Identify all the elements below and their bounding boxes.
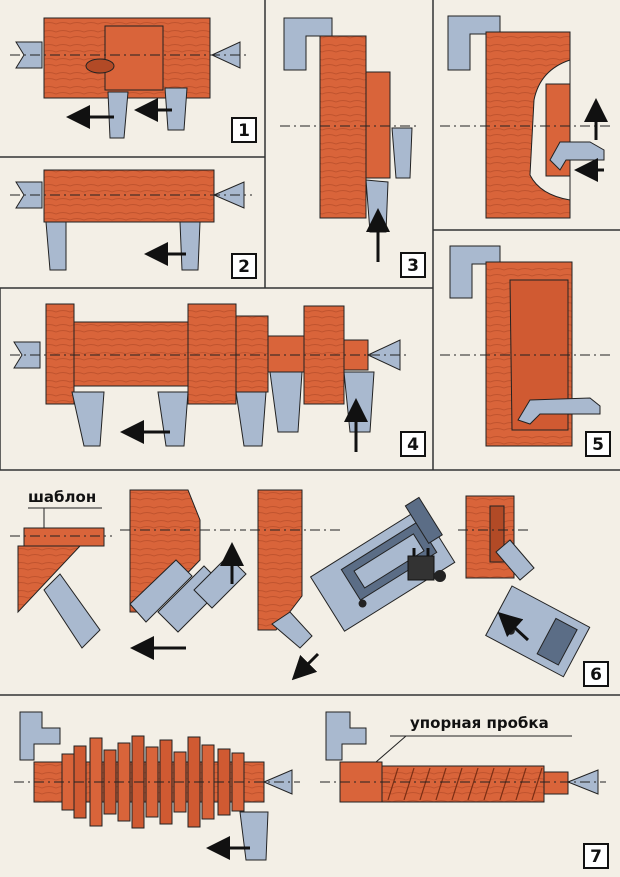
cutter-jig	[485, 585, 591, 678]
workpiece-section	[73, 321, 189, 387]
segment-joint	[531, 767, 543, 801]
workpiece-faceplate	[319, 35, 367, 219]
workpiece-bead	[235, 315, 269, 393]
faceplate-chuck	[449, 245, 501, 299]
parting-tool	[269, 371, 303, 433]
panel-5: 5	[440, 245, 612, 457]
segment-joint	[435, 767, 447, 801]
workpiece-bead	[187, 303, 237, 405]
cutter-jig	[309, 496, 456, 632]
panel-number: 6	[590, 665, 602, 685]
panel-1: 1	[10, 17, 257, 143]
panel-number: 1	[238, 121, 250, 141]
faceplate-chuck	[447, 15, 501, 71]
feed-arrow	[497, 611, 530, 642]
faceplate-chuck	[283, 17, 333, 71]
panel-6: шаблон	[10, 488, 609, 687]
panel-number-box	[585, 431, 611, 457]
label-leader	[375, 735, 407, 763]
panel-3: 3	[280, 17, 426, 278]
parting-tool	[343, 371, 375, 433]
segment-joint	[387, 767, 399, 801]
template-label: шаблон	[28, 488, 96, 506]
spur-center-icon	[13, 341, 41, 369]
panel-number: 2	[238, 257, 250, 277]
panel-number-box	[231, 253, 257, 279]
workpiece-chamfer	[17, 545, 82, 614]
panel-number-box	[400, 431, 426, 457]
parting-tool	[71, 391, 105, 447]
panel-number-box	[400, 252, 426, 278]
panel-hollowing	[440, 15, 612, 219]
template-plate	[23, 527, 105, 547]
skew-tool	[239, 811, 269, 861]
panel-number-box	[583, 843, 609, 869]
workpiece-segmented	[381, 765, 545, 803]
segment-joint	[499, 767, 511, 801]
panel-grid	[0, 0, 620, 696]
parting-tool	[235, 391, 267, 447]
hook-tool	[549, 141, 605, 171]
panel-number-box	[231, 117, 257, 143]
spur-center-icon	[15, 41, 43, 69]
jig-tool	[271, 611, 313, 649]
faceplate-chuck	[325, 711, 367, 761]
workpiece-end	[543, 771, 569, 795]
segment-joint	[451, 767, 463, 801]
segment-joint	[403, 767, 415, 801]
faceplate-chuck	[19, 711, 61, 761]
gouge-tool	[107, 91, 129, 139]
panel-number: 4	[407, 435, 419, 455]
feed-arrow	[291, 652, 320, 681]
workpiece-section	[267, 335, 305, 373]
panel-number-box	[583, 661, 609, 687]
gouge-tool	[164, 87, 188, 131]
segment-joint	[467, 767, 479, 801]
chamfer-tool	[43, 573, 101, 649]
spur-center-icon	[15, 181, 43, 209]
workpiece-cylinder	[43, 169, 215, 223]
workpiece-base	[45, 303, 75, 405]
panel-4: 4	[10, 303, 426, 457]
hook-tool	[517, 397, 601, 425]
panel-number: 7	[590, 847, 602, 867]
segment-joint	[419, 767, 431, 801]
workpiece-segment	[104, 25, 164, 91]
skew-tool	[45, 221, 67, 271]
skew-tool	[179, 221, 201, 271]
jig-tool	[495, 539, 535, 581]
panel-2: 2	[10, 169, 257, 279]
panel-number: 3	[407, 256, 419, 276]
workpiece-chamfer	[129, 489, 201, 613]
multi-tool	[129, 559, 193, 623]
workpiece-chamfer	[257, 489, 303, 631]
panel-7: упорная пробка 7	[14, 711, 609, 869]
segment-joint	[483, 767, 495, 801]
scraper-tool	[391, 127, 413, 179]
parting-tool	[157, 391, 189, 447]
stop-plug-label: упорная пробка	[410, 714, 549, 732]
jig-knob-icon	[407, 548, 446, 582]
panel-number: 5	[592, 435, 604, 455]
segment-stack	[387, 767, 543, 801]
knot	[85, 58, 115, 74]
workpiece-step	[365, 71, 391, 179]
segment-joint	[515, 767, 527, 801]
inner-bore	[509, 279, 569, 431]
